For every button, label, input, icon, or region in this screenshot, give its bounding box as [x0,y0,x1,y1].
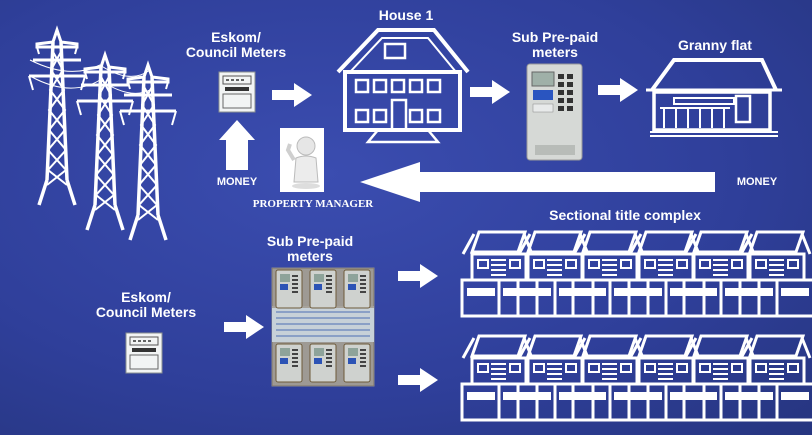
property-manager-figure [280,128,324,192]
arrow-submeter-to-granny [598,78,638,102]
arrow-eskom-to-submeters [224,315,264,339]
label-sub-meters-bottom: Sub Pre-paid meters [266,233,354,265]
label-sectional-title: Sectional title complex [549,207,701,223]
eskom-meter-bottom [125,332,163,374]
power-pylons [27,28,178,242]
label-money-left: MONEY [216,176,258,188]
label-house-1: House 1 [378,7,434,23]
label-granny-flat: Granny flat [678,37,752,53]
sub-prepaid-meter-board [271,267,375,387]
arrow-submeters-to-complex-top [398,264,438,288]
sub-prepaid-meter-top [526,63,583,161]
house-1-icon [336,28,470,144]
granny-flat-icon [646,58,782,137]
label-eskom-bottom: Eskom/ Council Meters [95,289,197,321]
label-money-right: MONEY [736,176,778,188]
arrow-eskom-to-house [272,83,312,107]
arrow-money-up [219,120,255,170]
sectional-title-complex [462,232,812,420]
label-sub-meters-top: Sub Pre-paid meters [511,29,599,61]
arrow-submeters-to-complex-bottom [398,368,438,392]
eskom-meter-top [218,71,256,113]
arrow-money-return [360,162,715,202]
arrow-house-to-submeter [470,80,510,104]
label-eskom-top: Eskom/ Council Meters [185,29,287,61]
label-property-manager: PROPERTY MANAGER [252,198,374,210]
